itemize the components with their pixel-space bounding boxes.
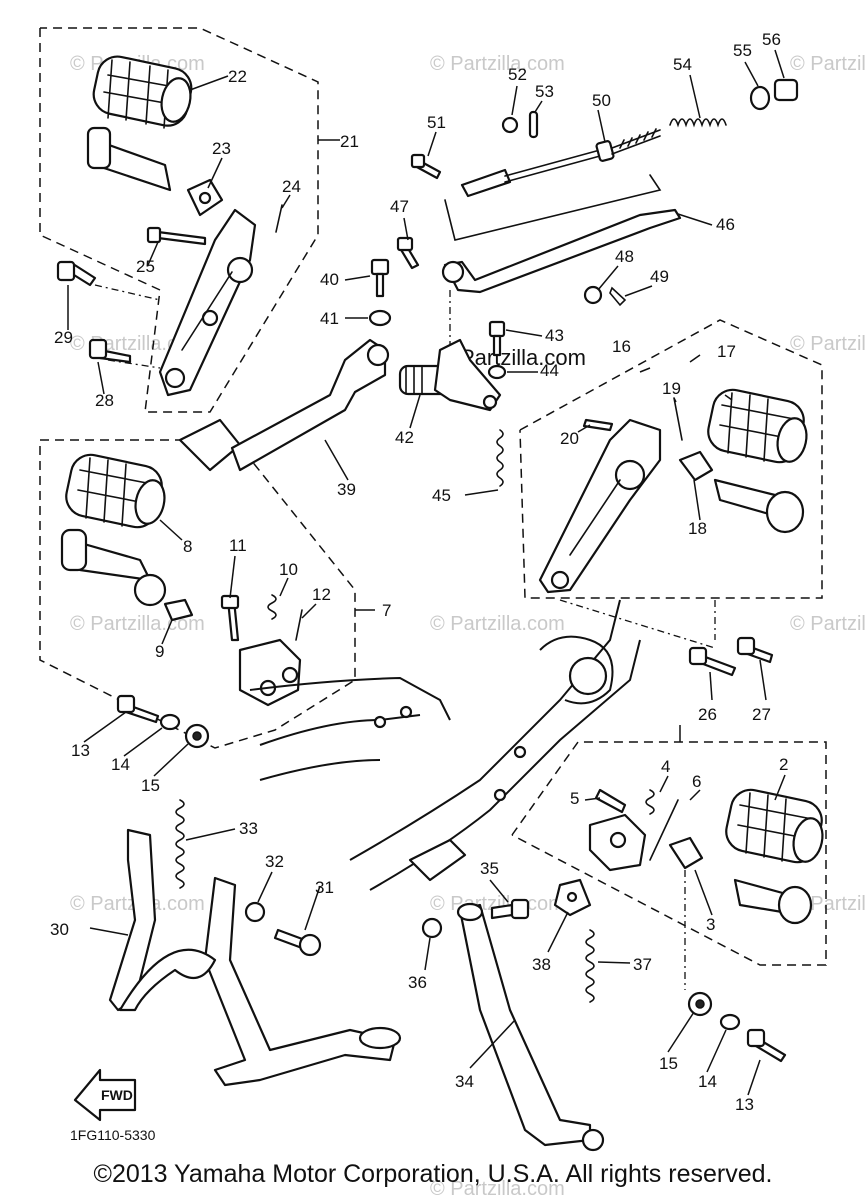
callout: 34 — [455, 1072, 474, 1091]
callout: 24 — [282, 177, 301, 196]
watermark: © Partzilla.com — [790, 53, 866, 75]
callout: 13 — [735, 1095, 754, 1114]
fasteners-left — [116, 694, 210, 749]
callout: 4 — [661, 757, 670, 776]
group-16-rear-footrest-right — [519, 319, 823, 599]
callout: 35 — [480, 859, 499, 878]
callout: 11 — [229, 536, 247, 555]
callout: 49 — [650, 267, 669, 286]
drawing-code: 1FG110-5330 — [70, 1127, 156, 1143]
callout: 39 — [337, 480, 356, 499]
callout: 48 — [615, 247, 634, 266]
callout: 41 — [320, 309, 339, 328]
callout: 51 — [427, 113, 446, 132]
leader-lines — [67, 49, 786, 1096]
callout: 55 — [733, 41, 752, 60]
watermark: © Partzilla.com — [430, 53, 565, 75]
callout: 52 — [508, 65, 527, 84]
callout: 10 — [279, 560, 298, 579]
callout: 15 — [141, 776, 160, 795]
watermark: © Partzilla.com — [430, 613, 565, 635]
callout: 2 — [779, 755, 788, 774]
callout: 43 — [545, 326, 564, 345]
group-21-rear-footrest-left — [39, 27, 340, 413]
fwd-label: FWD — [101, 1087, 133, 1103]
frame-section — [249, 599, 641, 891]
callout: 38 — [532, 955, 551, 974]
bolts-26-27 — [559, 599, 774, 677]
group-right-front-footrest — [511, 725, 827, 966]
callout: 12 — [312, 585, 331, 604]
copyright-notice: ©2013 Yamaha Motor Corporation, U.S.A. A… — [93, 1160, 773, 1188]
callout: 37 — [633, 955, 652, 974]
callout: 8 — [183, 537, 192, 556]
callout: 54 — [673, 55, 692, 74]
callout: 47 — [390, 197, 409, 216]
callout: 42 — [395, 428, 414, 447]
callout: 17 — [717, 342, 736, 361]
callout: 44 — [540, 361, 559, 380]
callout: 7 — [382, 601, 391, 620]
callout: 32 — [265, 852, 284, 871]
callout: 36 — [408, 973, 427, 992]
callout: 30 — [50, 920, 69, 939]
watermarks: © Partzilla.com © Partzilla.com © Partzi… — [70, 53, 866, 1200]
callout: 16 — [612, 337, 631, 356]
callout: 15 — [659, 1054, 678, 1073]
callout: 31 — [315, 878, 334, 897]
watermark-center: Partzilla.com — [460, 345, 586, 370]
callout: 9 — [155, 642, 164, 661]
callout: 45 — [432, 486, 451, 505]
callout: 20 — [560, 429, 579, 448]
callout: 25 — [136, 257, 155, 276]
callout: 50 — [592, 91, 611, 110]
callout: 5 — [570, 789, 579, 808]
fasteners-right — [684, 870, 787, 1063]
callout: 56 — [762, 30, 781, 49]
callout: 18 — [688, 519, 707, 538]
callout: 14 — [111, 755, 130, 774]
callout: 6 — [692, 772, 701, 791]
callout: 13 — [71, 741, 90, 760]
callout: 53 — [535, 82, 554, 101]
brake-rod-assembly — [178, 78, 799, 487]
callout: 23 — [212, 139, 231, 158]
callout: 33 — [239, 819, 258, 838]
watermark: © Partzilla.com — [790, 613, 866, 635]
callout: 3 — [706, 915, 715, 934]
main-stand: FWD — [73, 799, 402, 1122]
callout: 28 — [95, 391, 114, 410]
callout: 26 — [698, 705, 717, 724]
callout: 40 — [320, 270, 339, 289]
callout: 29 — [54, 328, 73, 347]
callout: 22 — [228, 67, 247, 86]
callouts: 2 3 4 5 6 7 8 9 10 11 12 13 13 14 14 15 … — [50, 30, 788, 1114]
watermark: © Partzilla.com — [790, 333, 866, 355]
side-stand — [421, 878, 605, 1152]
callout: 27 — [752, 705, 771, 724]
watermark: © Partzilla.com — [430, 1178, 565, 1200]
callout: 14 — [698, 1072, 717, 1091]
callout: 21 — [340, 132, 359, 151]
callout: 19 — [662, 379, 681, 398]
callout: 46 — [716, 215, 735, 234]
